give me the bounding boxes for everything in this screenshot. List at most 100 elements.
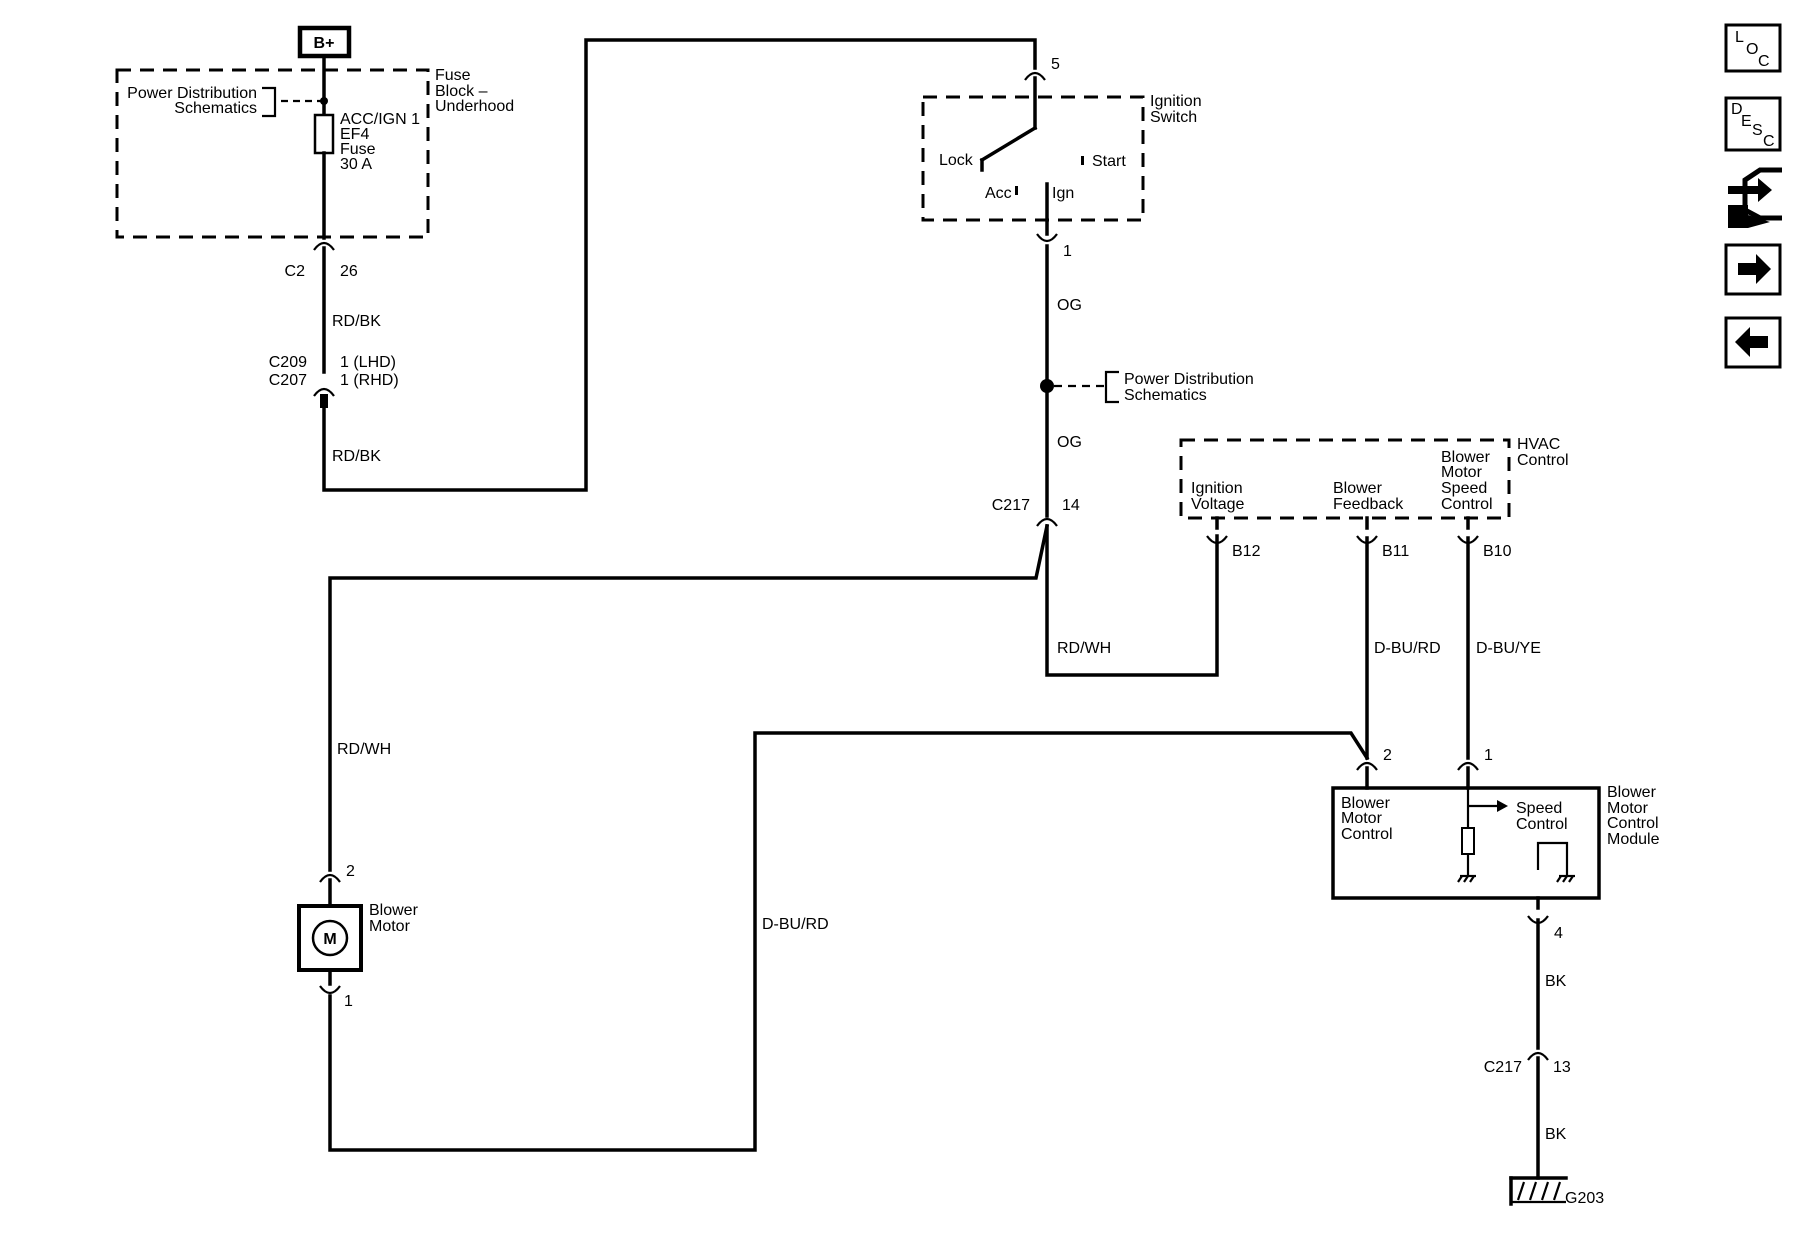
c209-label: C209 [269,354,307,371]
internal-ground-icon-1 [1457,874,1476,883]
motor-pin2-connector [319,873,341,883]
module-title-4: Module [1607,831,1660,848]
hvac-ign-voltage-1: Ignition [1191,480,1243,497]
blower-motor-section: 2 M Blower Motor 1 D-BU/RD [297,731,1370,1152]
desc-letter-c: C [1763,133,1775,150]
c217-bot-label: C217 [1484,1059,1522,1076]
speed-control-1: Speed [1516,800,1562,817]
splice-ref-bracket [1104,370,1119,404]
loc-letter-l: L [1735,29,1744,46]
hvac-speed-4: Control [1441,496,1493,513]
loc-icon[interactable] [1724,23,1782,73]
dburd-label-long: D-BU/RD [762,916,829,933]
splice-ref-text-1: Power Distribution [1124,371,1254,388]
ground-label: G203 [1565,1190,1604,1207]
arrow-left-icon [1735,327,1768,357]
hvac-speed-3: Speed [1441,480,1487,497]
power-ref-bracket [262,86,277,118]
speed-resistor [1461,827,1475,855]
ign-pin-top: 5 [1051,56,1060,73]
nav-desc-button[interactable]: D E S C [1724,96,1782,152]
dburd-wire-long [328,731,1370,1152]
c217-bot-pin: 13 [1553,1059,1571,1076]
module-inner-1: Blower [1341,795,1391,812]
nav-prev-button[interactable] [1724,316,1782,369]
motor-pin-2: 2 [346,863,355,880]
rdwh-wire-right [1045,524,1219,677]
ign-start-contact [1081,156,1084,165]
splice-ref-text-2: Schematics [1124,387,1207,404]
motor-pin-1: 1 [344,993,353,1010]
c207-pin-label: 1 (RHD) [340,372,399,389]
rdbk-label-2: RD/BK [332,448,381,465]
module-title-2: Motor [1607,800,1649,817]
bk-label-2: BK [1545,1126,1567,1143]
nav-loc-button[interactable]: L O C [1724,23,1782,73]
ign-lock-label: Lock [939,152,974,169]
og-label-2: OG [1057,434,1082,451]
module-pin-2: 2 [1383,747,1392,764]
connector-icon[interactable] [1728,167,1782,228]
desc-icon[interactable] [1724,96,1782,152]
internal-ground-path [1536,841,1569,876]
ign-ign-label: Ign [1052,185,1074,202]
ign-pin-bottom: 1 [1063,243,1072,260]
fuse-label-1: ACC/IGN 1 [340,111,420,128]
rdwh-label-left: RD/WH [337,741,391,758]
ign-start-label: Start [1092,153,1126,170]
dburd-label-right: D-BU/RD [1374,640,1441,657]
ignition-switch-section: 5 Ignition Switch Lock Start Acc Ign 1 O… [328,56,1254,872]
ground-g203-icon [1509,1176,1568,1206]
power-ref-text-1: Power Distribution [127,85,257,102]
module-pin-1: 1 [1484,747,1493,764]
hvac-control-section: HVAC Control Ignition Voltage Blower Fee… [1179,436,1569,760]
ign-pin1-connector [1036,233,1058,243]
speed-control-2: Control [1516,816,1568,833]
rdwh-label-right: RD/WH [1057,640,1111,657]
module-pin-4: 4 [1554,925,1563,942]
arrow-right-icon [1738,254,1771,284]
desc-letter-d: D [1731,101,1743,118]
internal-ground-icon-2 [1556,874,1575,883]
module-inner-3: Control [1341,826,1393,843]
hvac-title-2: Control [1517,452,1569,469]
b-plus-label: B+ [314,35,335,52]
loc-letter-o: O [1746,41,1758,58]
fuse-label-2: EF4 [340,126,369,143]
module-pin1-connector [1457,761,1479,771]
motor-symbol-circle [311,919,349,957]
hvac-pin-b12: B12 [1232,543,1261,560]
hvac-blower-feedback-2: Feedback [1333,496,1404,513]
hvac-blower-feedback-1: Blower [1333,480,1383,497]
fuse-block-section: B+ Fuse Block – Underhood Power Distribu… [115,25,1037,492]
c2-connector-symbol [313,241,335,251]
module-pin2-connector [1356,761,1378,771]
ign-acc-contact [1015,186,1018,195]
c217-top-connector [1036,517,1058,527]
b12-connector [1206,535,1228,545]
ignition-switch-outline [921,95,1145,222]
fuse-symbol [313,113,335,155]
module-title-3: Control [1607,815,1659,832]
rdbk-label-1: RD/BK [332,313,381,330]
fuse-label-4: 30 A [340,156,372,173]
c217-top-label: C217 [992,497,1030,514]
rdbk-wire-lower [322,38,1037,492]
module-title-1: Blower [1607,784,1657,801]
ign-title-2: Switch [1150,109,1197,126]
nav-next-button[interactable] [1724,243,1782,296]
c209-pin-label: 1 (LHD) [340,354,396,371]
speed-arrow-head [1497,800,1508,812]
hvac-speed-1: Blower [1441,449,1491,466]
motor-symbol-letter: M [323,931,336,948]
fuse-block-title-2: Block – [435,83,488,100]
blower-module-box [1331,786,1601,900]
desc-letter-e: E [1741,113,1752,130]
og-label-1: OG [1057,297,1082,314]
desc-letter-s: S [1752,122,1763,139]
hvac-title-1: HVAC [1517,436,1560,453]
dbuye-label: D-BU/YE [1476,640,1541,657]
ign-title-1: Ignition [1150,93,1202,110]
c207-label: C207 [269,372,307,389]
